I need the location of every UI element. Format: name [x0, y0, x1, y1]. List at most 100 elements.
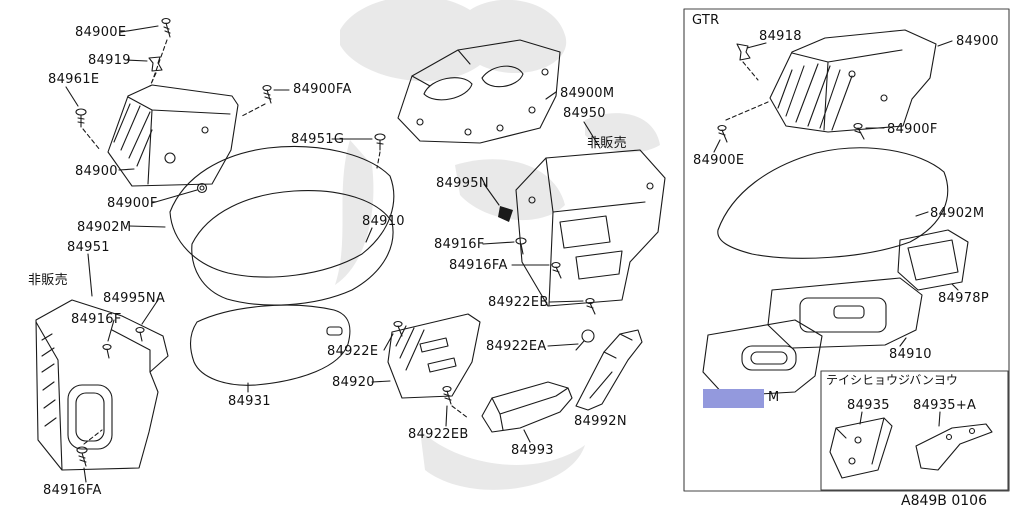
gtr-section-label: GTR: [692, 13, 720, 28]
alignment-line: [83, 429, 103, 445]
gtr-part-label-84900[interactable]: 84900: [956, 34, 999, 49]
trunk-mat-84902m-drawing: [169, 145, 395, 278]
alignment-line: [241, 103, 266, 117]
gtr-part-label-84900E[interactable]: 84900E: [693, 153, 745, 168]
leader-line: [125, 59, 148, 62]
tool-tray-84950-drawing: [515, 149, 666, 307]
leader-line: [65, 86, 79, 107]
gtr-part-label-84978P[interactable]: 84978P: [938, 291, 989, 306]
part-label-84920[interactable]: 84920: [332, 375, 375, 390]
part-label-84916F-2[interactable]: 84916F: [434, 237, 485, 252]
leader-line: [141, 299, 159, 325]
part-label-84916F-1[interactable]: 84916F: [71, 312, 122, 327]
part-label-84993[interactable]: 84993: [511, 443, 554, 458]
screw-icon: [75, 108, 87, 128]
leader-line: [445, 405, 448, 427]
not-for-sale-label-1: 非販売: [587, 136, 627, 151]
rear-shelf-84900m-drawing: [397, 39, 561, 144]
inset-part-label-84935[interactable]: 84935: [847, 398, 890, 413]
part-label-84931[interactable]: 84931: [228, 394, 271, 409]
ball-stud-icon: [575, 329, 595, 351]
highlighted-board-drawing: [702, 319, 823, 397]
leader-line: [118, 168, 135, 171]
leader-line: [545, 91, 557, 100]
clip-icon: [515, 237, 527, 255]
part-label-84922EA[interactable]: 84922EA: [486, 339, 547, 354]
inset-box-border: [820, 370, 1009, 491]
leader-line: [83, 467, 87, 483]
part-label-84916FA-2[interactable]: 84916FA: [43, 483, 102, 498]
gtr-part-label-84900F[interactable]: 84900F: [887, 122, 938, 137]
leader-line: [107, 319, 115, 342]
leader-line: [482, 241, 515, 245]
part-label-84900E[interactable]: 84900E: [75, 25, 127, 40]
alignment-line: [376, 151, 381, 169]
leader-line: [128, 225, 166, 228]
leader-line: [937, 40, 953, 47]
part-label-84950[interactable]: 84950: [563, 106, 606, 121]
leader-line: [151, 189, 198, 204]
screw-icon: [717, 124, 728, 143]
leader-line: [383, 333, 394, 351]
bracket-84935-drawing: [829, 417, 893, 479]
screw-icon: [585, 297, 596, 315]
part-label-84900[interactable]: 84900: [75, 164, 118, 179]
not-for-sale-label-2: 非販売: [28, 273, 68, 288]
alignment-line: [451, 405, 469, 419]
screw-icon: [551, 261, 562, 279]
floor-mat-84910-drawing: [191, 190, 394, 306]
trim-panel-84900-drawing: [107, 84, 239, 187]
leader-line: [583, 121, 601, 149]
part-label-84900M[interactable]: 84900M: [560, 86, 615, 101]
part-label-84951G[interactable]: 84951G: [291, 132, 345, 147]
clip-icon: [736, 43, 751, 61]
gtr-part-label-84902M[interactable]: 84902M: [930, 206, 985, 221]
inset-part-label-84935A[interactable]: 84935+A: [913, 398, 977, 413]
part-label-84900FA[interactable]: 84900FA: [293, 82, 352, 97]
inset-title: テイシヒョウジバンヨウ: [826, 373, 958, 387]
selected-part-highlight[interactable]: [703, 389, 764, 408]
leader-line: [899, 337, 907, 347]
rear-quarter-trim-gtr-drawing: [769, 29, 937, 133]
screw-icon: [442, 385, 452, 405]
alignment-line: [725, 101, 769, 121]
part-label-84900F[interactable]: 84900F: [107, 196, 158, 211]
clip-icon: [102, 343, 112, 359]
leader-line: [859, 411, 863, 425]
trim-strip-84992n-drawing: [575, 329, 643, 411]
bracket-84920-drawing: [387, 313, 481, 399]
part-label-84961E[interactable]: 84961E: [48, 72, 100, 87]
tray-84978p-drawing: [897, 229, 969, 291]
gtr-part-label-84918[interactable]: 84918: [759, 29, 802, 44]
leader-line: [120, 25, 159, 33]
gtr-part-label-84910[interactable]: 84910: [889, 347, 932, 362]
clip-icon: [498, 206, 513, 222]
part-label-84902M[interactable]: 84902M: [77, 220, 132, 235]
trunk-mat-gtr-drawing: [717, 147, 949, 259]
clip-icon: [374, 133, 386, 151]
leader-line: [523, 429, 531, 443]
selected-part-label-suffix[interactable]: M: [768, 390, 780, 405]
part-label-84910[interactable]: 84910: [362, 214, 405, 229]
part-label-84922E[interactable]: 84922E: [327, 344, 379, 359]
part-label-84951[interactable]: 84951: [67, 240, 110, 255]
side-trim-84951-drawing: [35, 299, 169, 471]
part-label-84922EB-1[interactable]: 84922EB: [488, 295, 549, 310]
part-label-84995NA[interactable]: 84995NA: [103, 291, 166, 306]
leader-line: [951, 283, 959, 291]
part-label-84922EB-2[interactable]: 84922EB: [408, 427, 469, 442]
leader-line: [365, 227, 373, 243]
part-label-84995N[interactable]: 84995N: [436, 176, 489, 191]
screw-icon: [76, 446, 88, 467]
gtr-section-border: [683, 8, 1010, 492]
clip-icon: [135, 326, 145, 342]
part-label-84916FA-1[interactable]: 84916FA: [449, 258, 508, 273]
screw-icon: [393, 320, 403, 337]
part-label-84992N[interactable]: 84992N: [574, 414, 627, 429]
screw-icon: [853, 122, 865, 140]
part-label-84919[interactable]: 84919: [88, 53, 131, 68]
screw-icon: [161, 17, 171, 38]
mat-84931-drawing: [190, 304, 351, 386]
leader-line: [87, 253, 93, 297]
